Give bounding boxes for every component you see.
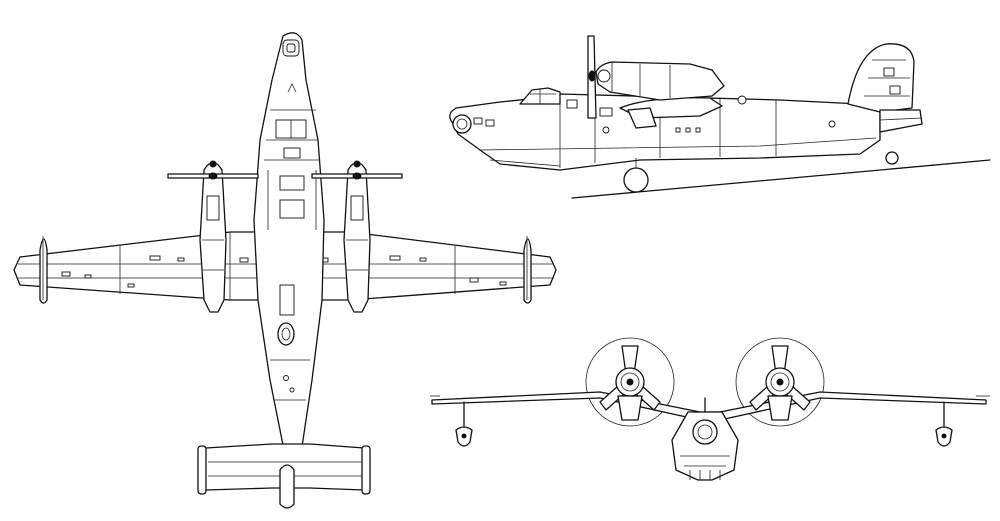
end-fin-right bbox=[361, 445, 371, 495]
end-fin-left bbox=[197, 445, 207, 495]
propeller-disc-right bbox=[735, 337, 825, 427]
engine-nacelle-right bbox=[343, 160, 371, 313]
propeller-left bbox=[167, 172, 259, 180]
side-view bbox=[449, 35, 991, 199]
propeller-disc-left bbox=[585, 337, 675, 427]
wingtip-float-front-left bbox=[455, 401, 473, 447]
wingtip-float-left bbox=[39, 236, 48, 304]
main-wheel-side bbox=[623, 167, 649, 193]
propeller-blades-right bbox=[749, 345, 811, 411]
engine-front-left bbox=[615, 367, 645, 421]
hull-front bbox=[671, 411, 739, 481]
wing-panel-details bbox=[61, 255, 507, 288]
nose-glazing-side bbox=[452, 114, 495, 134]
wingtip-float-right bbox=[523, 236, 532, 304]
observation-hatch bbox=[277, 322, 295, 346]
wingtip-float-front-right bbox=[935, 401, 953, 447]
ground-line bbox=[571, 159, 991, 199]
side-windows bbox=[566, 95, 836, 134]
tail-wheel-side bbox=[885, 151, 899, 165]
front-view bbox=[430, 337, 990, 481]
engine-front-right bbox=[765, 367, 795, 421]
engine-nacelle-side bbox=[595, 61, 725, 101]
engine-nacelle-left bbox=[199, 160, 227, 313]
hull-plan bbox=[253, 32, 325, 491]
propeller-right bbox=[311, 172, 403, 180]
plan-view bbox=[13, 32, 557, 509]
